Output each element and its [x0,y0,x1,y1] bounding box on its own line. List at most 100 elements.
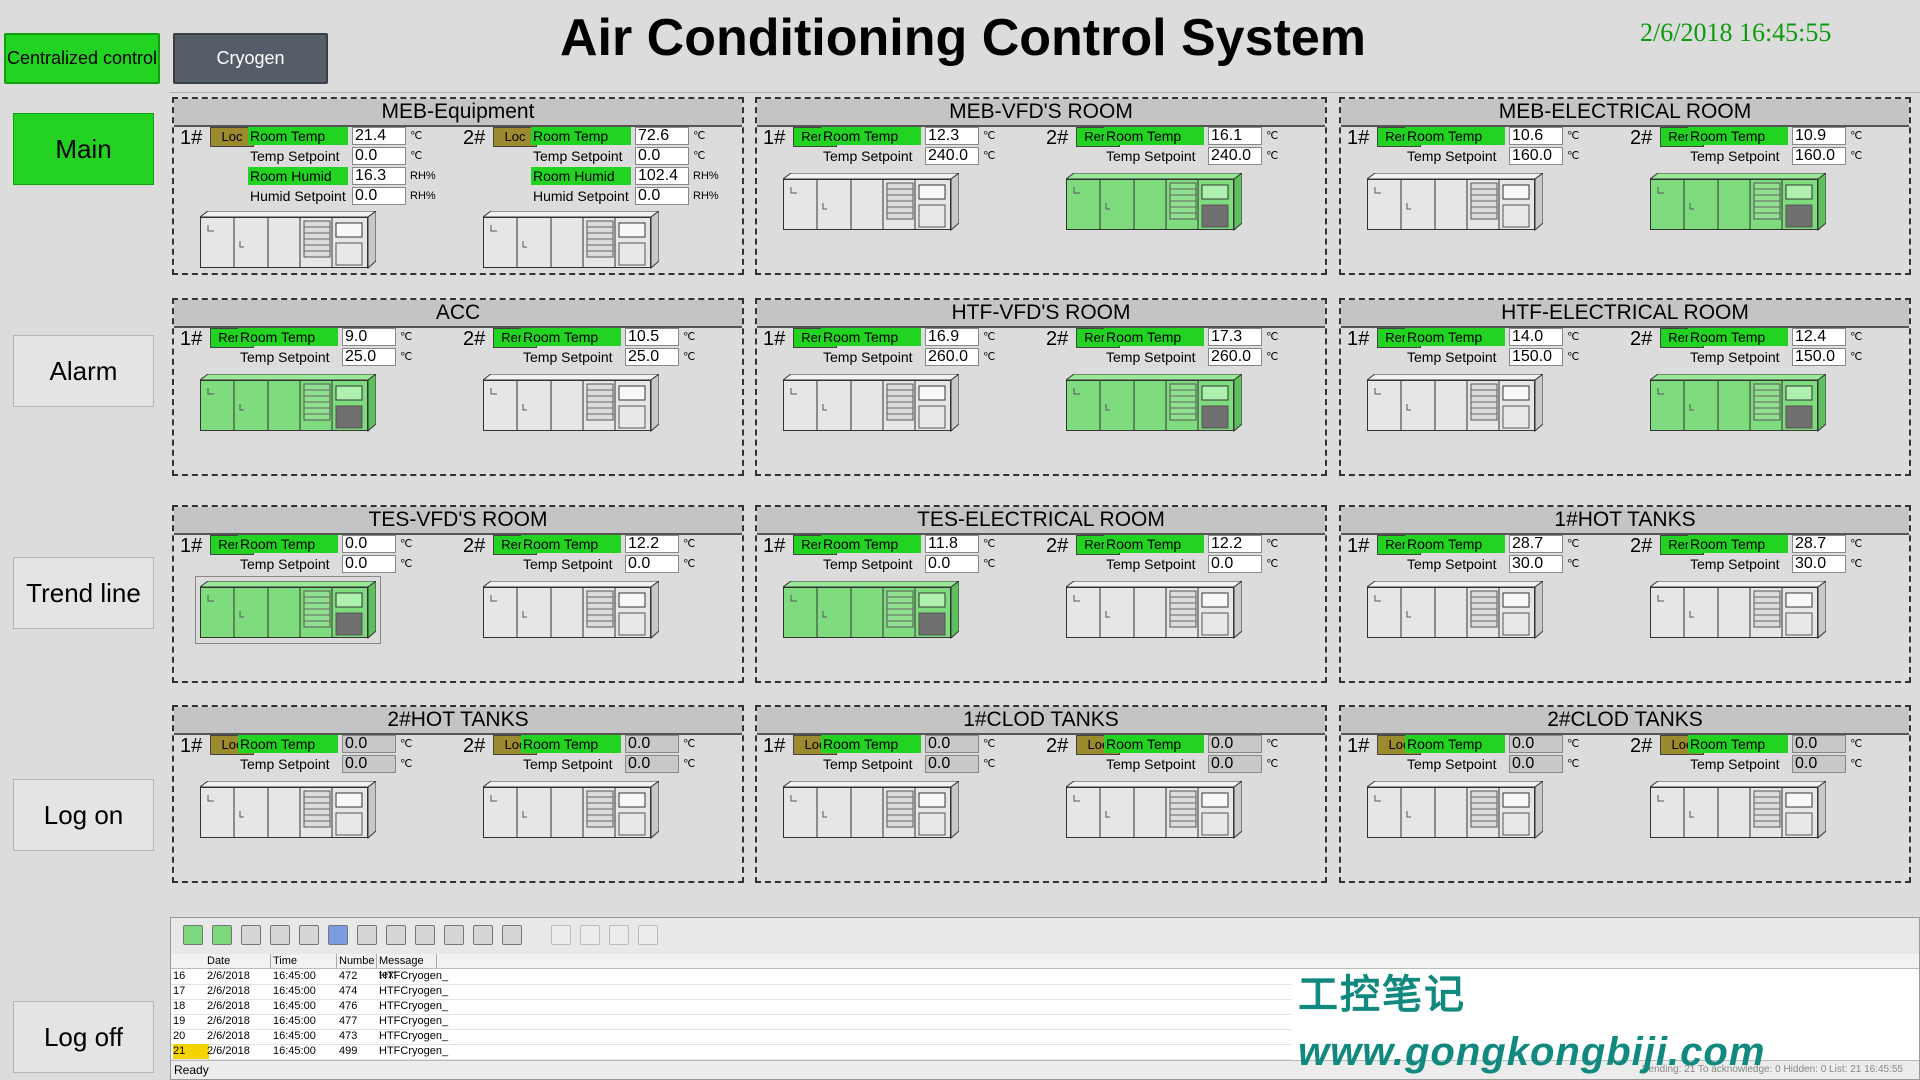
humid-setpoint-value[interactable]: 0.0 [635,187,689,205]
scroll-bottom-icon[interactable] [444,925,464,945]
temp-setpoint-value[interactable]: 30.0 [1792,555,1846,573]
temp-setpoint-value[interactable]: 0.0 [342,755,396,773]
acknowledge-icon[interactable] [183,925,203,945]
print-icon[interactable] [299,925,319,945]
report-icon[interactable] [241,925,261,945]
ac-unit-graphic-running[interactable] [200,374,376,432]
temp-setpoint-value[interactable]: 260.0 [1208,348,1262,366]
temp-setpoint-value[interactable]: 240.0 [1208,147,1262,165]
temp-setpoint-value[interactable]: 150.0 [1509,348,1563,366]
temp-setpoint-value[interactable]: 160.0 [1509,147,1563,165]
humid-setpoint-value[interactable]: 0.0 [352,187,406,205]
ac-unit-graphic-stopped[interactable] [200,781,376,839]
ac-unit-graphic-stopped[interactable] [1367,173,1543,231]
info-text-icon[interactable] [473,925,493,945]
temp-setpoint-value[interactable]: 0.0 [1208,755,1262,773]
ac-unit-graphic-stopped[interactable] [1066,781,1242,839]
settings-icon[interactable] [502,925,522,945]
temp-setpoint-value[interactable]: 0.0 [925,555,979,573]
nav-log-off-button[interactable]: Log off [13,1001,154,1073]
next-page-icon[interactable] [609,925,629,945]
temp-setpoint-value[interactable]: 25.0 [342,348,396,366]
scroll-top-icon[interactable] [386,925,406,945]
ac-unit-graphic-stopped[interactable] [483,581,659,639]
temp-setpoint-value[interactable]: 0.0 [342,555,396,573]
nav-log-on-button[interactable]: Log on [13,779,154,851]
room-temp-unit: ℃ [1850,738,1863,750]
ac-unit-graphic-stopped[interactable] [1066,581,1242,639]
centralized-control-tab[interactable]: Centralized control [4,33,160,84]
temp-setpoint-value[interactable]: 0.0 [625,555,679,573]
acknowledge-all-icon[interactable] [212,925,232,945]
scroll-down-icon[interactable] [415,925,435,945]
room-temp-value: 10.9 [1792,127,1846,145]
room-temp-unit: ℃ [400,331,413,343]
temp-setpoint-value[interactable]: 25.0 [625,348,679,366]
temp-setpoint-value[interactable]: 0.0 [1792,755,1846,773]
ac-unit-graphic-stopped[interactable] [1367,581,1543,639]
temp-setpoint-value[interactable]: 0.0 [625,755,679,773]
ac-unit-graphic-running[interactable] [783,581,959,639]
ac-unit-graphic-stopped[interactable] [200,211,376,269]
ac-unit-graphic-running[interactable] [1066,173,1242,231]
temp-setpoint-value[interactable]: 260.0 [925,348,979,366]
temp-setpoint-value[interactable]: 0.0 [1208,555,1262,573]
status-text: Ready [174,1063,209,1077]
first-page-icon[interactable] [551,925,571,945]
prev-page-icon[interactable] [580,925,600,945]
column-header[interactable]: Numbe [337,954,377,968]
cryogen-tab[interactable]: Cryogen [173,33,328,84]
temp-setpoint-value[interactable]: 0.0 [1509,755,1563,773]
temp-setpoint-unit: ℃ [1850,150,1863,162]
temp-setpoint-value[interactable]: 160.0 [1792,147,1846,165]
last-page-icon[interactable] [638,925,658,945]
ac-unit-graphic-running[interactable] [1066,374,1242,432]
ac-unit-graphic-stopped[interactable] [483,781,659,839]
temp-setpoint-value[interactable]: 240.0 [925,147,979,165]
ac-unit-graphic-running[interactable] [1650,374,1826,432]
ac-unit-graphic-stopped[interactable] [783,781,959,839]
nav-alarm-button[interactable]: Alarm [13,335,154,407]
unit-number: 2# [463,127,486,149]
temp-setpoint-value[interactable]: 30.0 [1509,555,1563,573]
ac-unit-graphic-running[interactable] [1650,173,1826,231]
loop-in-alarm-icon[interactable] [270,925,290,945]
ac-unit-graphic-running[interactable] [195,576,381,644]
temp-setpoint-value[interactable]: 0.0 [635,147,689,165]
temp-setpoint-value[interactable]: 0.0 [925,755,979,773]
column-header[interactable]: Date [205,954,271,968]
room-temp-value: 16.9 [925,328,979,346]
ac-unit-graphic-stopped[interactable] [1650,781,1826,839]
sort-icon[interactable] [328,925,348,945]
alarm-cell-time: 16:45:00 [273,985,316,997]
column-header[interactable]: Time [271,954,337,968]
ac-unit-graphic-stopped[interactable] [1367,374,1543,432]
temp-setpoint-value[interactable]: 0.0 [352,147,406,165]
temp-setpoint-value[interactable]: 150.0 [1792,348,1846,366]
scroll-up-icon[interactable] [357,925,377,945]
ac-unit-graphic-stopped[interactable] [1367,781,1543,839]
ac-unit-graphic-stopped[interactable] [1650,581,1826,639]
nav-trend-line-button[interactable]: Trend line [13,557,154,629]
ac-unit-graphic-stopped[interactable] [483,374,659,432]
column-header[interactable]: Message text [377,954,437,981]
nav-main-button[interactable]: Main [13,113,154,185]
ac-unit-graphic-stopped[interactable] [483,211,659,269]
ac-unit-graphic-stopped[interactable] [783,173,959,231]
ac-unit-graphic-stopped[interactable] [783,374,959,432]
